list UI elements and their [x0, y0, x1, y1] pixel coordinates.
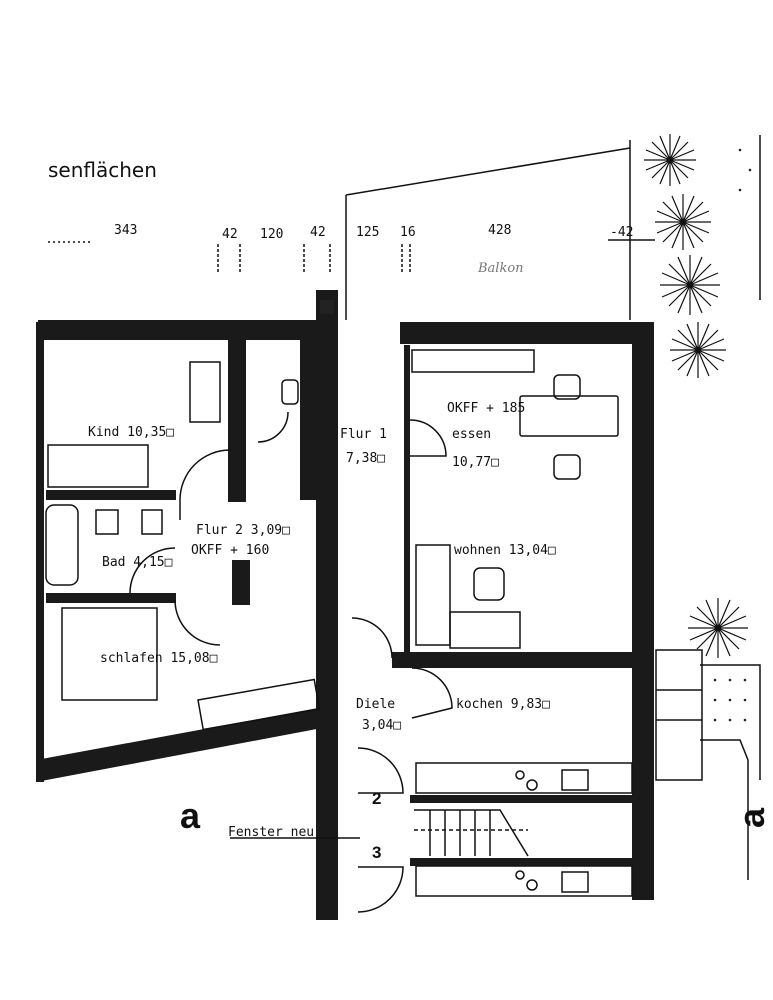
room-essen-area: 10,77□ [452, 455, 499, 470]
section-marker-left: a [180, 795, 201, 836]
room-flur1-name: Flur 1 [340, 427, 387, 442]
room-wohnen-label: wohnen 13,04□ [454, 543, 556, 558]
dimension-label: 428 [488, 223, 512, 238]
window-note: Fenster neu [228, 825, 315, 840]
room-kochen-label: kochen 9,83□ [456, 697, 550, 712]
walls [36, 290, 654, 920]
tree-icons [644, 134, 748, 658]
dimension-label: 125 [356, 225, 380, 240]
level-okff-160: OKFF + 160 [191, 543, 270, 558]
room-diele-name: Diele [356, 697, 396, 712]
marker-3: 3 [372, 843, 382, 862]
dimension-label: 16 [400, 225, 416, 240]
room-bad-label: Bad 4,15□ [102, 555, 173, 570]
room-essen-name: essen [452, 427, 492, 442]
room-flur1-area: 7,38□ [346, 451, 386, 466]
dimension-label: 343 [114, 223, 138, 238]
room-flur2-label: Flur 2 3,09□ [196, 523, 290, 538]
dimension-label: 42 [222, 227, 238, 242]
level-okff-185: OKFF + 185 [447, 401, 526, 416]
dimension-label: 42 [310, 225, 326, 240]
dimension-label: -42 [610, 225, 634, 240]
dimension-label: 120 [260, 227, 284, 242]
room-kind-label: Kind 10,35□ [88, 425, 175, 440]
wardrobe [189, 361, 221, 423]
marker-2: 2 [372, 789, 382, 808]
section-title: senflächen [48, 158, 157, 182]
balcony-label: Balkon [478, 261, 524, 276]
room-schlafen-label: schlafen 15,08□ [100, 651, 218, 666]
room-diele-area: 3,04□ [362, 718, 402, 733]
section-marker-right: a [731, 807, 773, 829]
